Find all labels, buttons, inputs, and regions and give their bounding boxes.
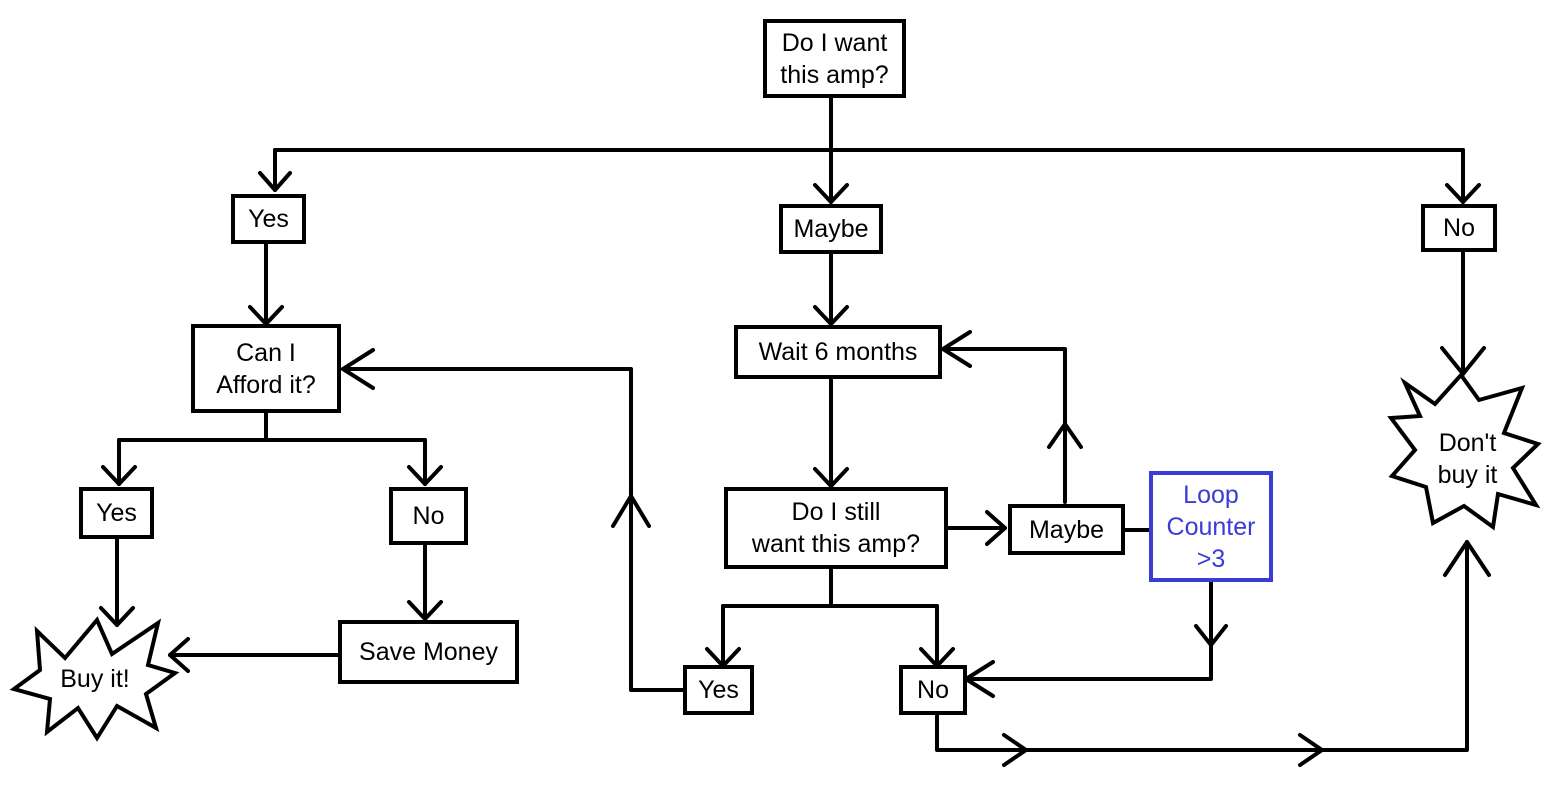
- buy-it-burst: [9, 616, 180, 742]
- connector-loop-to-no3: [964, 579, 1213, 681]
- arrowhead-yes-2: [101, 465, 137, 486]
- arrowhead-still-want: [813, 467, 849, 488]
- arrowhead-dont-buy: [1440, 346, 1486, 376]
- question-afford: Can I Afford it?: [191, 324, 341, 413]
- answer-yes-2: Yes: [79, 487, 154, 539]
- answer-yes-3: Yes: [683, 665, 754, 715]
- arrowhead-yes-1: [258, 171, 292, 192]
- action-save-money: Save Money: [338, 620, 519, 684]
- arrowhead-maybe-2: [985, 510, 1007, 546]
- arrowhead-up-to-wait: [1047, 422, 1083, 449]
- arrowhead-loop-up: [611, 494, 651, 528]
- arrowhead-loop-down: [1194, 624, 1228, 647]
- connector-maybe2-to-wait: [941, 347, 1067, 504]
- arrowhead-save-money: [407, 600, 443, 621]
- arrowhead-dont-buy-up: [1443, 540, 1491, 577]
- connector-afford-split: [117, 410, 427, 442]
- loop-counter-box: Loop Counter >3: [1149, 471, 1273, 582]
- arrowhead-afford-loop: [341, 348, 375, 390]
- answer-no-3: No: [899, 665, 967, 715]
- arrowhead-maybe-1: [813, 183, 849, 204]
- answer-maybe-1: Maybe: [779, 204, 883, 254]
- answer-maybe-2: Maybe: [1008, 504, 1125, 555]
- answer-no-2: No: [389, 487, 468, 545]
- outcome-dont-buy: Don't buy it: [1437, 429, 1498, 489]
- arrowhead-buy-from-yes: [99, 606, 135, 627]
- connector-yes3-to-afford: [341, 367, 687, 692]
- answer-no-1: No: [1421, 204, 1497, 252]
- arrowhead-right-2: [1298, 733, 1324, 767]
- outcome-buy-it: Buy it!: [60, 665, 130, 693]
- connector-no3-to-dont-buy: [935, 540, 1469, 752]
- question-still-want: Do I still want this amp?: [724, 487, 948, 569]
- dont-buy-burst: [1387, 371, 1542, 531]
- arrowhead-wait-loop: [941, 330, 972, 368]
- action-wait-6-months: Wait 6 months: [734, 325, 942, 379]
- question-want-amp: Do I want this amp?: [763, 19, 906, 98]
- answer-yes-1: Yes: [231, 194, 306, 244]
- arrowhead-wait: [813, 305, 849, 326]
- connector-still-split: [721, 566, 939, 608]
- arrowhead-right-1: [1002, 733, 1028, 767]
- arrowhead-no-2: [407, 465, 443, 486]
- arrowhead-buy-from-save: [168, 637, 190, 673]
- arrowhead-no-1: [1445, 183, 1481, 204]
